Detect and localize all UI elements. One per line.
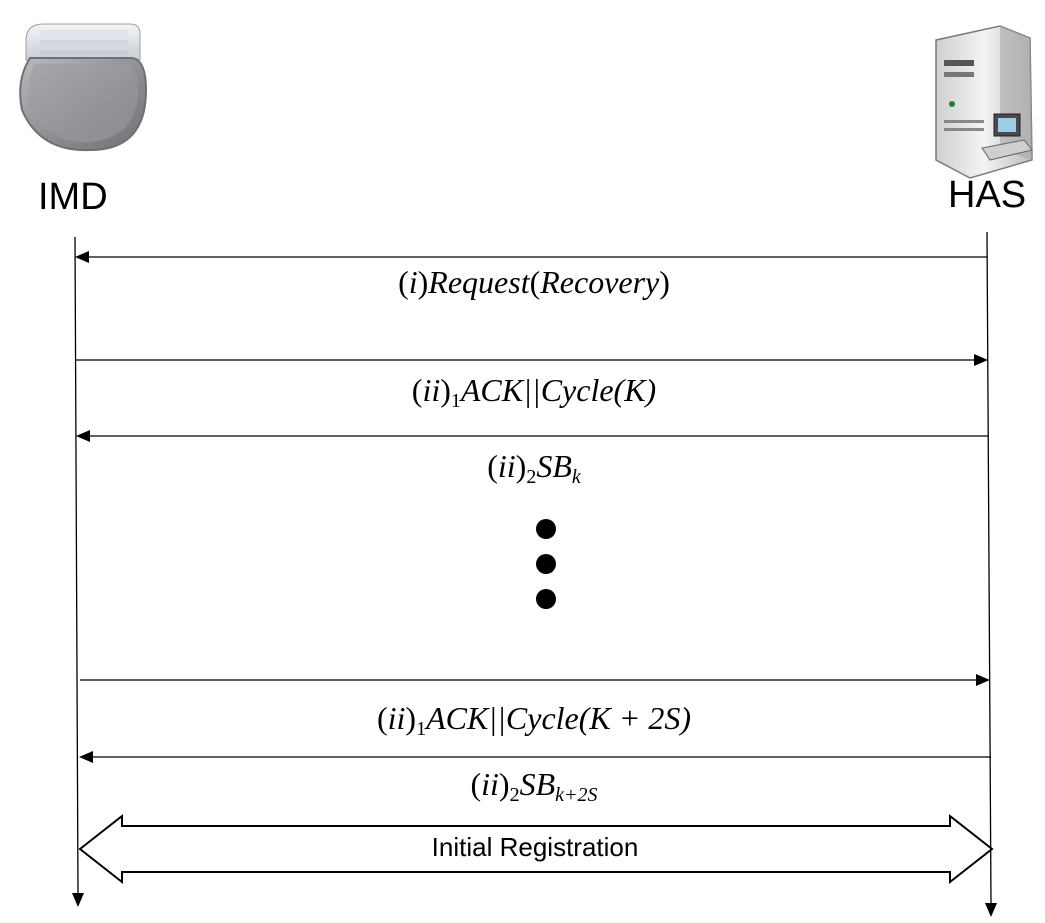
message-label-sb-k-2s: (ii)2SBk+2S [470, 766, 598, 806]
imd-lifeline [74, 236, 79, 894]
continuation-dot [536, 554, 556, 574]
has-lifeline-arrowhead [985, 903, 997, 917]
message-arrow-sb-k-head [76, 430, 90, 442]
continuation-dots [536, 519, 556, 609]
imd-lifeline-arrowhead [72, 893, 84, 907]
pacemaker-icon [19, 23, 148, 152]
continuation-dot [536, 519, 556, 539]
initial-registration-band [78, 813, 994, 885]
message-label-request-recovery: (i)Request(Recovery) [398, 264, 670, 300]
message-arrow-ack-cycle-k-2s-head [976, 674, 990, 686]
imd-label: IMD [38, 176, 108, 218]
has-label: HAS [948, 174, 1027, 216]
message-arrow-ack-cycle-k-head [974, 354, 988, 366]
initial-registration-label: Initial Registration [431, 832, 639, 862]
continuation-dot [536, 589, 556, 609]
message-label-ack-cycle-k: (ii)1ACK||Cycle(K) [411, 372, 657, 412]
message-arrow-sb-k-2s-head [79, 751, 93, 763]
message-arrow-request-recovery-head [75, 251, 89, 263]
has-lifeline [986, 231, 992, 904]
message-label-sb-k: (ii)2SBk [487, 448, 581, 488]
server-computer-icon [935, 25, 1033, 179]
message-label-ack-cycle-k-2s: (ii)1ACK||Cycle(K + 2S) [376, 700, 691, 740]
diagram-lines [72, 231, 997, 917]
